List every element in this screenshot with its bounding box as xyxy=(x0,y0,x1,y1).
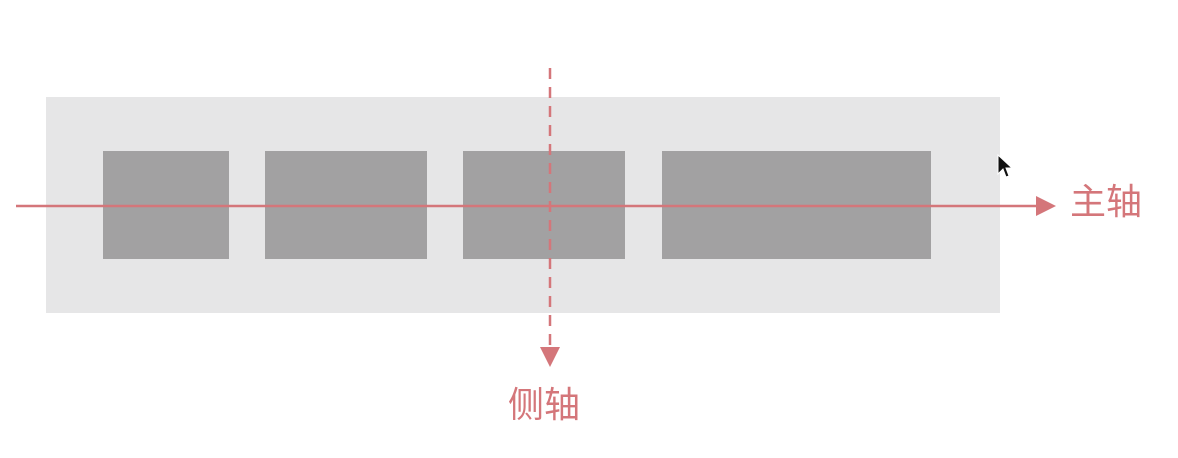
cross-axis-label: 侧轴 xyxy=(508,385,581,426)
main-axis-label: 主轴 xyxy=(1070,182,1143,223)
mouse-pointer-icon xyxy=(997,154,1013,178)
cross-axis-arrow-icon xyxy=(540,347,560,367)
main-axis-arrow-icon xyxy=(1036,196,1056,216)
